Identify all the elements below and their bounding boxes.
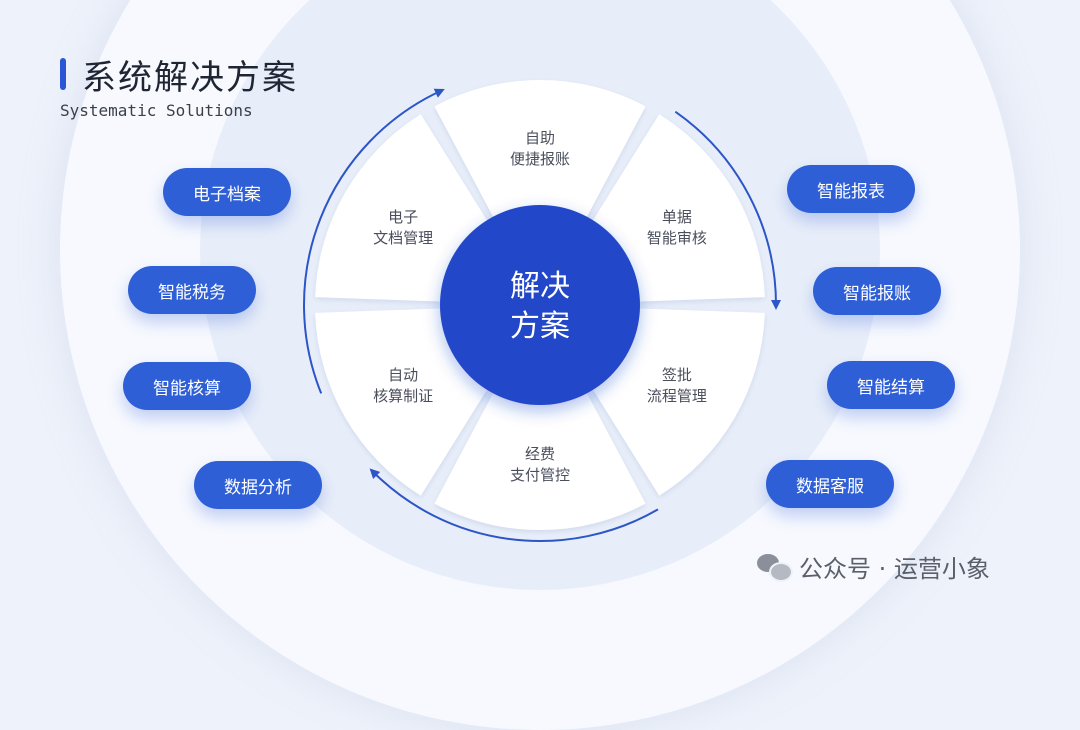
- wheel-arrows: [303, 88, 781, 542]
- watermark: 公众号 · 运营小象: [757, 548, 990, 584]
- segment-label-line2: 支付管控: [510, 466, 570, 484]
- center-label-line1: 解决: [510, 269, 570, 304]
- wheel-segment: [592, 114, 765, 302]
- center-circle: [440, 205, 640, 405]
- segment-label-line1: 电子: [388, 208, 418, 226]
- flow-arrow: [369, 468, 659, 542]
- segment-label-line1: 自助: [525, 129, 555, 147]
- right-pill-2[interactable]: 智能报账: [813, 267, 941, 315]
- left-pill-3[interactable]: 智能核算: [123, 362, 251, 410]
- left-pill-2[interactable]: 智能税务: [128, 266, 256, 314]
- wheel-segment: [315, 308, 488, 496]
- segment-label-line2: 文档管理: [373, 229, 433, 247]
- segment-label-line2: 便捷报账: [510, 150, 570, 168]
- segment-label-line2: 核算制证: [373, 387, 433, 405]
- left-pill-4[interactable]: 数据分析: [194, 461, 322, 509]
- flow-arrow: [674, 110, 781, 310]
- wheel-segment: [434, 393, 646, 530]
- title-accent-bar: [60, 58, 66, 90]
- right-pill-1[interactable]: 智能报表: [787, 165, 915, 213]
- wheel-segment: [315, 114, 488, 302]
- wheel-segment: [592, 308, 765, 496]
- segment-label-line2: 流程管理: [647, 387, 707, 405]
- segment-label-line2: 智能审核: [647, 229, 707, 247]
- center-label-line2: 方案: [510, 309, 570, 344]
- right-pill-3[interactable]: 智能结算: [827, 361, 955, 409]
- right-pill-4[interactable]: 数据客服: [766, 460, 894, 508]
- watermark-text: 公众号 · 运营小象: [799, 554, 990, 583]
- left-pill-1[interactable]: 电子档案: [163, 168, 291, 216]
- page-title: 系统解决方案: [82, 58, 298, 98]
- segment-label-line1: 单据: [662, 208, 692, 226]
- wechat-icon: [757, 552, 793, 582]
- page-subtitle: Systematic Solutions: [60, 101, 253, 120]
- flow-arrow: [303, 88, 445, 394]
- segment-label-line1: 签批: [662, 366, 692, 384]
- segment-label-line1: 经费: [525, 445, 555, 463]
- wheel-segment: [434, 80, 646, 217]
- segment-label-line1: 自动: [388, 366, 418, 384]
